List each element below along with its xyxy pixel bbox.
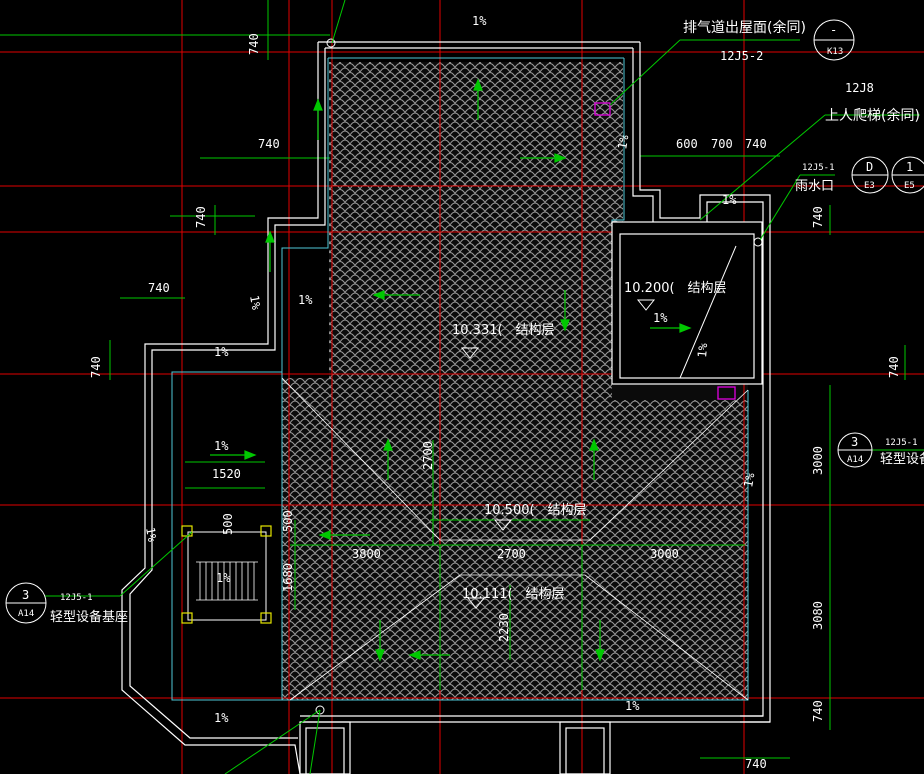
slope-left-mid: 1% [298, 293, 313, 307]
slope-top: 1% [472, 14, 487, 28]
elevation-center: 10.500( 结构层 [484, 503, 587, 518]
elevation-lower: 10.111( 结构层 [462, 587, 565, 602]
dim-span-2700: 2700 [497, 547, 526, 561]
drain-icon [753, 237, 763, 247]
drain-circle2-bottom: E5 [904, 181, 915, 191]
drain-ref: 12J5-1 [802, 163, 835, 173]
equipment-pad-marker [181, 612, 193, 624]
dim-span-3800: 3800 [352, 547, 381, 561]
dim-mid-2700-vertical: 2700 [421, 441, 435, 470]
drain-circle2-top: 1 [906, 160, 913, 174]
slope-right-upper: 1% [615, 133, 631, 150]
slope-stair-left: 1% [143, 526, 159, 543]
elevation-upper: 10.331( 结构层 [452, 323, 555, 338]
roof-room [611, 221, 763, 385]
slope-scupper: 1% [722, 193, 737, 207]
exhaust-ref: 12J5-2 [720, 49, 763, 63]
dim-right-600: 600 [676, 137, 698, 151]
dim-right-3000: 3000 [811, 446, 825, 475]
dim-span-3000: 3000 [650, 547, 679, 561]
dim-left-740-b: 740 [194, 206, 208, 228]
dim-right-740-mid: 740 [811, 206, 825, 228]
equipment-pad-marker [260, 525, 272, 537]
drain-label: 雨水口 [795, 179, 834, 194]
exhaust-vent-markers [594, 102, 736, 400]
hip-lines [281, 377, 749, 701]
drain-icon [315, 705, 325, 715]
dim-bottom-740: 740 [745, 757, 767, 771]
dim-left-740-d: 740 [89, 356, 103, 378]
slope-left-block: 1% [247, 294, 263, 311]
dim-right-700: 700 [711, 137, 733, 151]
dim-left-740-c: 740 [148, 281, 170, 295]
slope-stair-mid: 1% [216, 571, 231, 585]
dim-top-left-740: 740 [247, 33, 261, 55]
exhaust-circle-bottom: K13 [827, 47, 843, 57]
stair-block [181, 525, 272, 624]
dim-right-740-lower: 740 [887, 356, 901, 378]
right-equip-circle-bottom: A14 [847, 455, 863, 465]
slope-upper-left-wall: 1% [214, 345, 229, 359]
elevation-room: 10.200( 结构层 [624, 281, 727, 296]
right-equip-ref: 12J5-1 [885, 438, 918, 448]
equipment-pad-marker [260, 612, 272, 624]
dim-stair-1680: 1680 [281, 563, 295, 592]
elevation-triangles [460, 299, 656, 609]
slope-right-lower: 1% [741, 471, 757, 488]
left-equip-label: 轻型设备基座 [50, 609, 128, 625]
dim-right-740-bottom: 740 [811, 700, 825, 722]
equipment-pad-marker [181, 525, 193, 537]
exhaust-circle-top: - [830, 23, 837, 37]
exhaust-vent-icon [594, 102, 611, 116]
drain-circle1-bottom: E3 [864, 181, 875, 191]
roof-tile-fill [282, 62, 748, 700]
dim-lower-2230: 2230 [497, 613, 511, 642]
dim-left-740-a: 740 [258, 137, 280, 151]
slope-stair-top: 1% [214, 439, 229, 453]
dim-right-3080: 3080 [811, 601, 825, 630]
drain-symbols [315, 38, 763, 715]
slope-arrows [210, 78, 692, 662]
slope-bottom-left: 1% [214, 711, 229, 725]
dimension-lines [0, 0, 906, 759]
drain-icon [326, 38, 336, 48]
dim-stair-500: 500 [221, 513, 235, 535]
slope-bottom-right: 1% [625, 699, 640, 713]
left-equip-circle-bottom: A14 [18, 609, 34, 619]
slope-room-mid: 1% [653, 311, 668, 325]
left-equip-ref: 12J5-1 [60, 593, 93, 603]
ladder-label: 上人爬梯(余同) [825, 107, 920, 124]
right-equip-label: 轻型设备 [880, 451, 924, 467]
dim-stair-1520: 1520 [212, 467, 241, 481]
left-equip-circle-top: 3 [22, 588, 29, 602]
dim-right-740: 740 [745, 137, 767, 151]
drain-circle1-top: D [866, 160, 873, 174]
exhaust-label: 排气道出屋面(余同) [683, 19, 806, 36]
right-equip-circle-top: 3 [851, 435, 858, 449]
dim-mid-500: 500 [281, 510, 295, 532]
outer-walls [121, 41, 771, 774]
exhaust-vent-icon [717, 386, 736, 400]
reference-circles [5, 19, 924, 624]
slope-room-diag: 1% [695, 342, 710, 358]
ladder-ref: 12J8 [845, 81, 874, 95]
